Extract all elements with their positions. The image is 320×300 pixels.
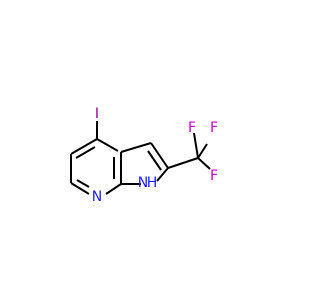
bond-n7-c7a [105, 183, 122, 195]
bond-c4-c5 [70, 138, 98, 155]
bond-c4-c5-inner [75, 146, 96, 159]
bond-c3-c2-inner [147, 150, 162, 171]
atom-labels: I N N H F F F [92, 106, 218, 205]
bond-cf3-f-right [197, 157, 211, 170]
atom-fluorine-top-right: F [210, 120, 218, 136]
bond-c2-cf3 [167, 157, 199, 169]
bond-cf3-f-top-right [197, 143, 208, 159]
bond-c3-c2 [150, 142, 169, 169]
bond-c4-c3a [96, 138, 119, 152]
atom-pyrrole-hydrogen: H [147, 175, 158, 191]
atom-fluorine-top-left: F [188, 120, 196, 136]
atom-fluorine-right: F [210, 168, 218, 184]
canvas-background [0, 0, 300, 300]
atom-pyridine-nitrogen: N [92, 189, 102, 205]
bond-c6-n7 [70, 182, 90, 195]
bond-c2-n1 [156, 167, 169, 182]
atom-iodine: I [95, 106, 99, 122]
atom-pyrrole-nitrogen: N [138, 175, 148, 191]
bond-group [70, 121, 211, 195]
bond-c6-n7-inner [76, 179, 90, 188]
molecule-structure: I N N H F F F [0, 0, 300, 300]
bond-c3a-c3 [120, 142, 152, 153]
bond-cf3-f-top-left [193, 132, 199, 159]
